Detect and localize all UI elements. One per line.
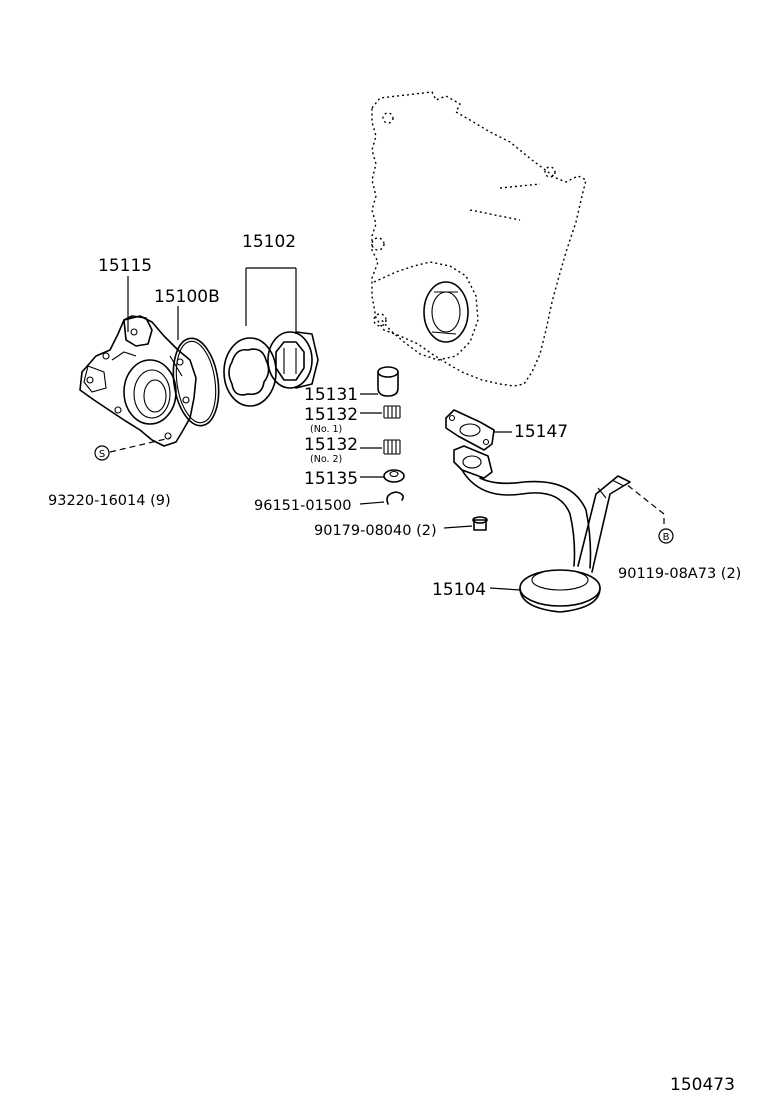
spring-no1-drawing [383,405,401,419]
o-ring-inner-drawing [175,340,217,424]
callout-90179: 90179-08040 (2) [314,523,437,539]
callout-15115: 15115 [98,256,152,276]
engine-block-drawing [371,91,587,387]
callout-90119: 90119-08A73 (2) [618,566,741,582]
s-mark-letter: S [99,449,105,460]
callout-15102: 15102 [242,232,296,252]
plug-drawing [472,516,488,531]
callout-15147: 15147 [514,422,568,442]
callout-15104: 15104 [432,580,486,600]
b-mark-circle [658,528,674,544]
figure-number: 150473 [670,1075,735,1095]
outer-rotor-drawing [223,337,277,407]
callout-96151: 96151-01500 [254,498,352,514]
inner-rotor-drawing [267,331,319,389]
callout-15135: 15135 [304,469,358,489]
callout-93220: 93220-16014 (9) [48,493,171,509]
callout-15100b: 15100B [154,287,220,307]
leader-lines [109,267,665,591]
oil-pump-body-drawing [79,315,197,447]
callout-15132-no2: 15132 [304,435,358,455]
s-mark-circle [94,445,110,461]
spring-no2-drawing [383,439,401,455]
oil-strainer-drawing [453,445,631,613]
gasket-drawing [445,409,495,451]
callout-15131: 15131 [304,385,358,405]
callout-15132-no1-note: (No. 1) [310,424,342,435]
retainer-drawing [383,469,405,483]
snap-ring-drawing [386,491,404,505]
callout-15132-no2-note: (No. 2) [310,454,342,465]
relief-valve-drawing [377,366,399,397]
b-mark-letter: B [663,532,670,543]
callout-15132-no1: 15132 [304,405,358,425]
o-ring-drawing [172,337,220,427]
